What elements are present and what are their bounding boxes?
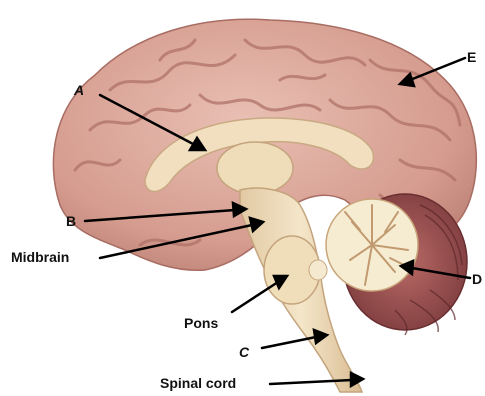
- label-pons: Pons: [184, 316, 218, 330]
- thalamus: [217, 142, 293, 194]
- label-spinal-cord: Spinal cord: [160, 376, 236, 390]
- label-midbrain: Midbrain: [11, 250, 69, 264]
- label-e: E: [467, 50, 476, 64]
- label-d: D: [472, 272, 482, 286]
- arbor-vitae: [326, 199, 418, 291]
- label-c: C: [239, 345, 249, 359]
- label-b: B: [66, 214, 76, 228]
- label-a: A: [74, 83, 84, 97]
